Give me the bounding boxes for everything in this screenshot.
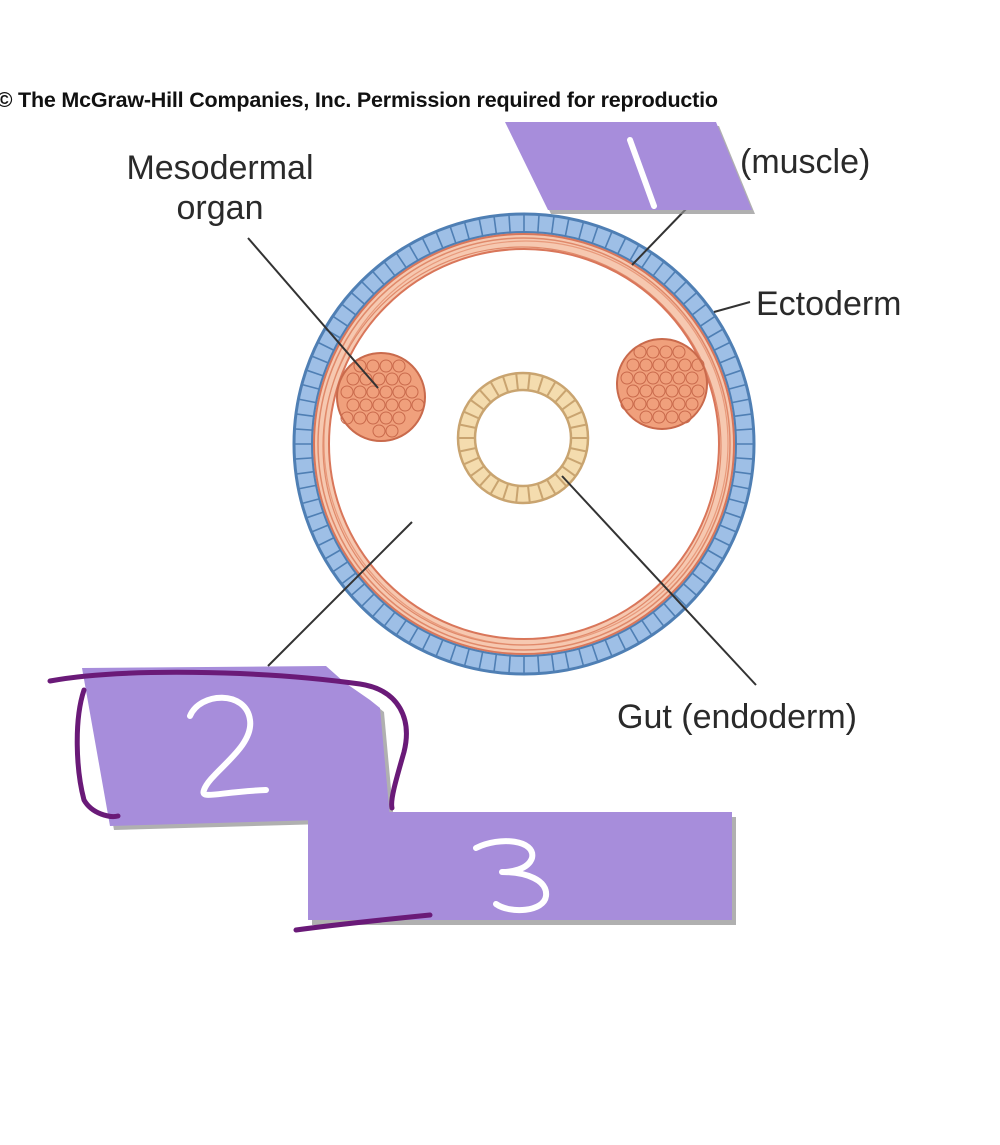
label-muscle: (muscle)	[740, 143, 871, 181]
mask-1-number: 1	[632, 150, 633, 151]
mask-3-number: 3	[512, 870, 513, 871]
handwritten-2	[187, 694, 269, 798]
ectoderm-cells	[294, 214, 754, 674]
mask-1	[505, 122, 755, 214]
copyright-notice: ght © The McGraw-Hill Companies, Inc. Pe…	[0, 88, 718, 112]
gut-endoderm	[456, 371, 590, 505]
gut-cells	[458, 373, 588, 503]
leader-gut	[561, 475, 757, 686]
leader-muscle	[631, 206, 689, 266]
muscle-fiber-1	[317, 237, 731, 651]
pen-loop-mask-2	[47, 669, 409, 819]
label-mesodermal-organ: Mesodermal organ	[100, 148, 340, 228]
mask-2-number: 2	[220, 740, 221, 741]
ectoderm-inner-edge	[311, 231, 737, 657]
handwritten-numbers	[187, 137, 657, 914]
mesodermal-organ-right	[616, 338, 708, 430]
leader-ectoderm	[713, 301, 751, 313]
handwritten-1	[627, 137, 657, 209]
label-mesodermal-organ-line2: organ	[176, 189, 264, 227]
muscle-fiber-3	[322, 246, 722, 646]
label-ectoderm: Ectoderm	[756, 285, 902, 323]
handwritten-3	[473, 838, 550, 914]
label-gut-endoderm: Gut (endoderm)	[617, 698, 857, 736]
gut-lumen	[473, 388, 573, 488]
label-mesodermal-organ-line1: Mesodermal	[126, 149, 314, 187]
leader-mesodermal-organ	[247, 237, 379, 389]
leader-body-cavity	[267, 521, 413, 667]
pen-underline-mask-3	[293, 912, 433, 933]
leader-lines	[247, 206, 757, 686]
mesodermal-organ-left	[336, 352, 426, 442]
pen-annotations	[47, 669, 433, 933]
